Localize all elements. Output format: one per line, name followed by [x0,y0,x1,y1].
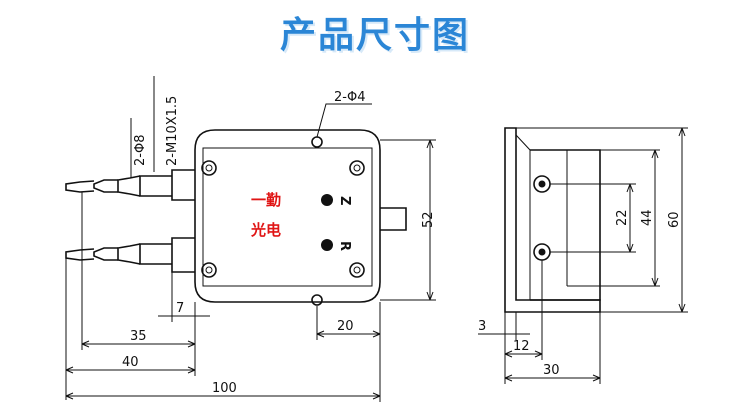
dim-height-front-text: 52 [421,211,436,228]
side-bracket-outline [504,127,601,313]
port-negative-dot-icon [321,239,333,251]
side-screw-top-icon [533,175,551,193]
dim-side-60-text: 60 [667,211,682,228]
port-positive-label: Z [337,196,352,205]
corner-screw-icon [349,160,365,176]
page-title: 产品尺寸图 [279,15,470,56]
dim-length-40-text: 40 [122,355,139,370]
dim-side-30-text: 30 [543,363,560,378]
front-view: Z R 一勤 光电 [65,76,436,402]
side-body-inner [530,149,600,287]
port-positive-dot-icon [321,194,333,206]
port-negative-label: R [337,241,352,251]
side-view: 22 44 60 3 12 [478,127,688,384]
side-body-outline [530,149,601,301]
dim-side-44-text: 44 [640,209,655,226]
dim-port-offset: 7 [158,272,210,322]
sensor-body-outline [194,129,381,303]
mount-hole-callout-text: 2-Φ4 [334,90,365,105]
dim-length-100-text: 100 [212,381,237,396]
dim-port-to-center-text: 20 [337,319,354,334]
thread-callout: 2-M10X1.5 [153,76,180,172]
corner-screw-icon [201,160,217,176]
dim-side-22: 22 [550,183,636,253]
corner-screw-icon [201,262,217,278]
side-screw-bottom-icon [533,243,551,261]
dim-port-to-center: 20 [316,302,381,340]
barb-callout: 2-Φ8 [130,118,148,178]
dim-side-3: 3 [478,312,530,340]
thread-callout-text: 2-M10X1.5 [165,96,180,166]
barb-callout-text: 2-Φ8 [133,135,148,166]
sensor-front-panel [202,147,373,287]
dim-side-3-text: 3 [478,319,486,334]
dim-side-12: 12 [504,260,543,360]
dim-length-35: 35 [81,192,196,350]
mount-hole-callout: 2-Φ4 [316,90,372,138]
dim-height-front: 52 [380,139,436,301]
dim-side-22-text: 22 [615,209,630,226]
dim-length-100: 100 [65,302,381,402]
dim-side-30: 30 [504,312,601,384]
cable-outlet [380,207,407,231]
dim-side-60: 60 [516,127,688,313]
upper-barb-fitting [65,169,195,201]
dim-side-12-text: 12 [513,339,530,354]
side-bracket-wall [515,134,531,300]
dim-port-offset-text: 7 [176,301,184,316]
product-label-line2: 光电 [250,221,281,239]
corner-screw-icon [349,262,365,278]
dim-length-35-text: 35 [130,329,147,344]
dim-length-40: 40 [65,258,196,400]
mount-hole-top-icon [311,136,323,148]
lower-barb-fitting [65,237,195,273]
dim-side-44: 44 [600,149,660,287]
mount-hole-bottom-icon [311,294,323,306]
product-label-line1: 一勤 [251,191,281,209]
